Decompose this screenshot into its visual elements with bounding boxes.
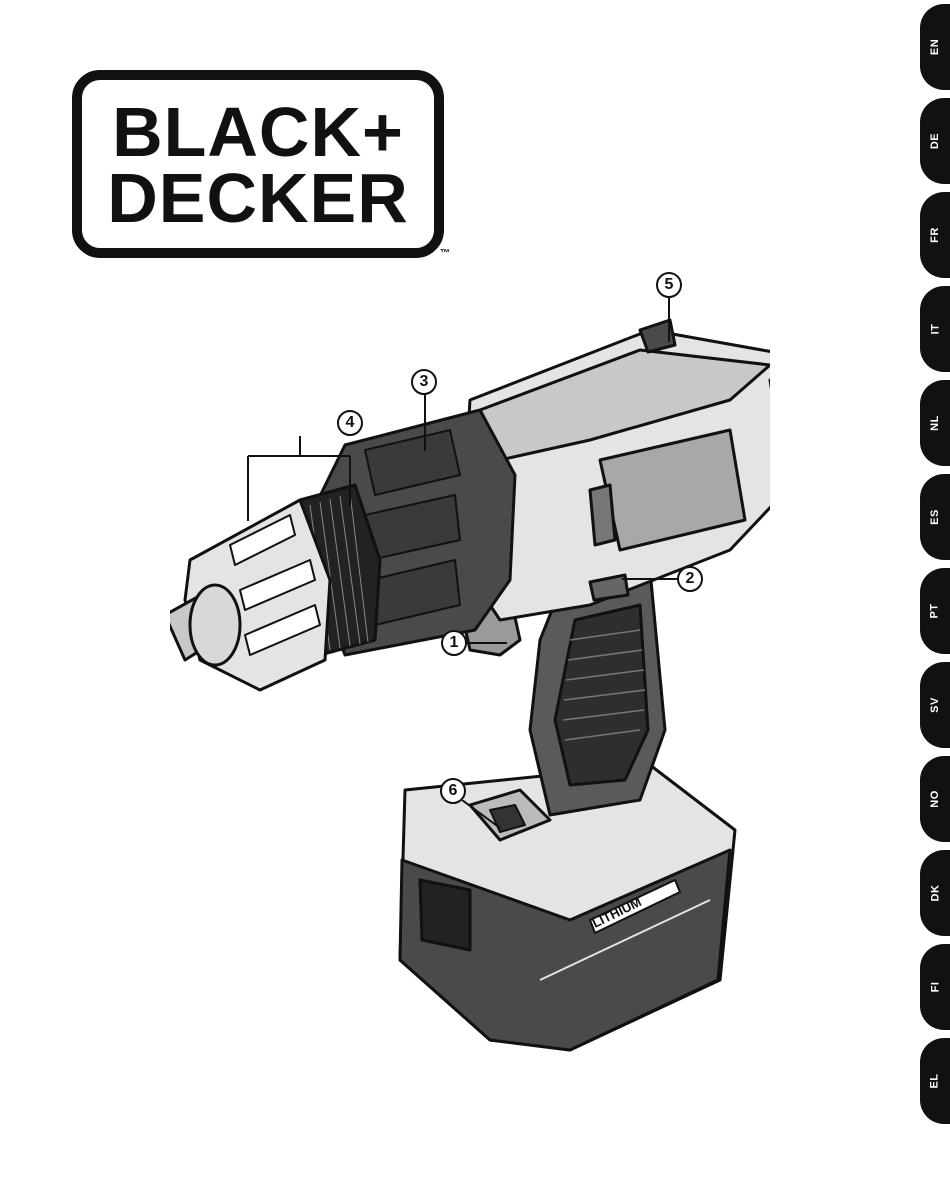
leader-line-3 (422, 395, 428, 451)
leader-line-1 (467, 640, 507, 646)
lang-tab-el[interactable]: EL (920, 1038, 950, 1124)
lang-tab-pt[interactable]: PT (920, 568, 950, 654)
lang-tab-en[interactable]: EN (920, 4, 950, 90)
leader-line-2 (622, 576, 678, 582)
brand-logo: BLACK+ DECKER (72, 70, 444, 258)
lang-tab-no[interactable]: NO (920, 756, 950, 842)
callout-1: 1 (441, 630, 467, 656)
lang-tab-nl[interactable]: NL (920, 380, 950, 466)
lang-tab-fi[interactable]: FI (920, 944, 950, 1030)
callout-5: 5 (656, 272, 682, 298)
chuck (170, 500, 330, 690)
trademark-symbol: ™ (440, 248, 450, 259)
callout-4: 4 (337, 410, 363, 436)
leader-line-4 (245, 436, 355, 526)
brand-logo-wordmark: BLACK+ DECKER (82, 80, 434, 248)
lang-tab-de[interactable]: DE (920, 98, 950, 184)
lang-tab-it[interactable]: IT (920, 286, 950, 372)
lang-tab-fr[interactable]: FR (920, 192, 950, 278)
leader-line-5 (666, 298, 672, 342)
language-tabs: EN DE FR IT NL ES PT SV NO DK FI EL (920, 0, 950, 1188)
leader-line-6 (462, 800, 502, 830)
drill-illustration: LITHIUM (170, 260, 770, 1060)
lang-tab-dk[interactable]: DK (920, 850, 950, 936)
callout-2: 2 (677, 566, 703, 592)
brand-line-2: DECKER (107, 159, 409, 237)
lang-tab-sv[interactable]: SV (920, 662, 950, 748)
lang-tab-es[interactable]: ES (920, 474, 950, 560)
callout-3: 3 (411, 369, 437, 395)
